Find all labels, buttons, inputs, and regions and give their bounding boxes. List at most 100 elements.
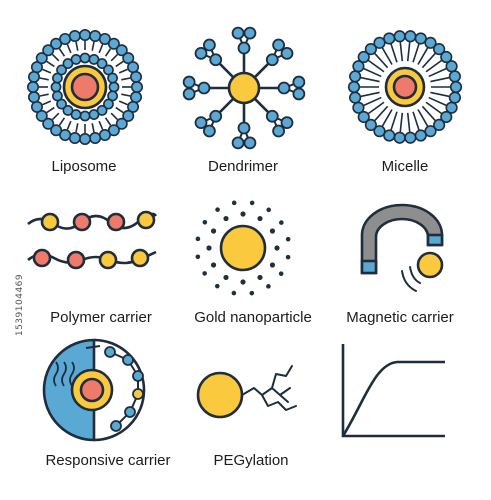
responsive-shell-outline [93,338,146,442]
gold-dot [279,220,284,225]
dendrimer-end-group [243,136,257,150]
micelle-tail [359,76,380,83]
micelle-tail [425,59,443,73]
micelle-head [424,125,437,138]
micelle-head [383,129,396,142]
pegylation-tile [190,340,310,450]
release-curve-icon [341,344,445,438]
inner-lipid-head [88,109,100,120]
pegylation-icon [196,365,297,419]
micelle-head [349,91,362,104]
outer-lipid-head [107,124,120,137]
lipid-tail [104,117,112,126]
lipid-tail [42,68,52,74]
micelle-tail [406,112,411,133]
lipid-tail [58,48,66,57]
dendrimer-node [265,109,279,123]
lipid-tail [98,44,104,54]
dendrimer-end-group [280,116,294,129]
outer-lipid-head [115,117,128,130]
micelle-tail [390,43,398,63]
gold-dot [249,290,255,296]
dendrimer-label: Dendrimer [207,158,279,175]
dendrimer-node [237,41,251,55]
outer-lipid-head [42,44,55,57]
inner-lipid-head [96,58,108,69]
dendrimer-icon [182,26,306,150]
lipid-tail [91,41,95,51]
micelle-tail [421,105,437,122]
outer-lipid-head [42,117,55,130]
micelle-head [440,50,453,64]
micelle-head [445,101,458,114]
micelle-head [349,70,362,83]
responsive-chain-bead [104,346,116,358]
gold-dot [266,207,271,213]
gold-dot [231,290,237,296]
outer-lipid-head [115,44,128,57]
dendrimer-node [277,81,291,95]
inner-lipid-head [103,98,114,110]
micelle-head [373,36,386,49]
gold-dot [269,262,276,268]
micelle-tail [399,112,404,133]
peg-particle [196,371,244,419]
outer-lipid-head [127,100,140,113]
gold-dot [231,200,237,206]
gold-dot [210,262,217,268]
dendrimer-end-group [272,124,285,138]
dendrimer-end-group [203,38,216,52]
lipid-tail [66,120,72,130]
heat-wave-icon [61,361,67,387]
lipid-tail [121,93,131,97]
outer-lipid-head [122,52,135,65]
lipid-tail [39,93,49,97]
dendrimer-end-group [280,47,294,60]
lipid-tail [104,48,112,57]
micelle-head [352,60,365,73]
micelle-tail [390,111,398,131]
outer-lipid-head [50,37,63,50]
gold-dot [215,283,220,289]
gold-dot [269,228,276,234]
polymer-bead [136,210,156,230]
release-curve-tile [335,340,455,445]
gold-dot [215,207,220,212]
lipid-tail [110,112,119,121]
outer-lipid-head [35,52,48,65]
dendrimer-end-group [182,87,196,101]
dendrimer-tile [180,22,310,152]
outer-lipid-head [98,129,111,142]
micelle-tail [412,111,420,131]
dendrimer-end-group [203,124,216,138]
polymer-bead [130,248,150,268]
peg-chain [241,365,297,411]
lipid-tail [118,68,128,74]
lipid-tail [46,106,55,114]
magnet-pole-left [360,259,378,275]
micelle-head [347,80,361,94]
liposome-icon [27,29,144,146]
lipid-tail [42,100,52,106]
dendrimer-end-group [231,136,245,150]
gold-dot [202,271,207,276]
magnetic-carrier-label: Magnetic carrier [346,309,454,326]
lipid-tail [118,100,128,106]
polymer-bead [40,212,60,232]
outer-lipid-head [59,32,72,45]
micelle-tail [373,52,389,69]
micelle-tail [428,96,448,107]
polymer-bead [32,248,52,268]
outer-lipid-head [127,61,140,74]
micelle-head [433,42,446,56]
micelle-head [364,42,377,56]
micelle-tail [373,105,389,122]
polymer-carrier-tile [20,200,160,290]
gold-dot [266,284,271,289]
liposome-drug [70,72,100,102]
micelle-head [448,70,461,83]
polymer-carrier-label: Polymer carrier [50,309,152,326]
micelle-head [352,101,365,114]
outer-lipid-head [107,37,120,50]
dendrimer-end-group [194,47,208,60]
